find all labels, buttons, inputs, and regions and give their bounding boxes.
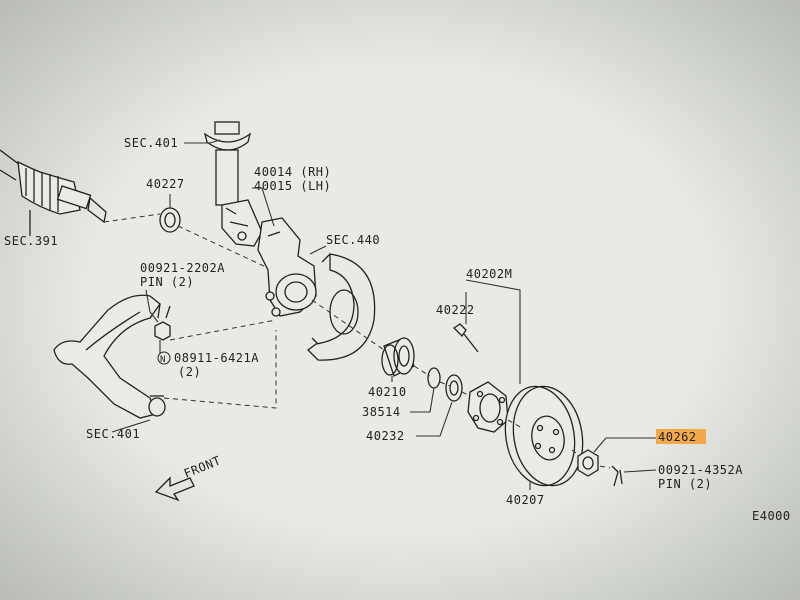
label-e4000: E4000 bbox=[752, 509, 791, 523]
label-40207: 40207 bbox=[506, 493, 545, 507]
wheel-hub bbox=[467, 381, 509, 433]
steering-knuckle bbox=[257, 217, 317, 317]
n-symbol-label: N bbox=[160, 355, 166, 365]
cotter-pin bbox=[611, 465, 623, 487]
strut bbox=[203, 121, 263, 247]
label-40232: 40232 bbox=[366, 429, 405, 443]
label-08911-6421a: 08911-6421A bbox=[174, 351, 259, 365]
label-pin2-b: PIN (2) bbox=[658, 477, 712, 491]
label-sec440: SEC.440 bbox=[326, 233, 380, 247]
label-sec401-top: SEC.401 bbox=[124, 136, 178, 150]
label-00921-4352a: 00921-4352A bbox=[658, 463, 743, 477]
leader-lines bbox=[29, 139, 657, 490]
assembly-lines bbox=[103, 213, 611, 469]
brake-rotor bbox=[504, 385, 584, 487]
label-40210: 40210 bbox=[368, 385, 407, 399]
label-pin2-a: PIN (2) bbox=[140, 275, 194, 289]
label-sec391: SEC.391 bbox=[4, 234, 58, 248]
label-38514: 38514 bbox=[362, 405, 401, 419]
n-symbol-icon: N bbox=[157, 351, 171, 365]
label-40222: 40222 bbox=[436, 303, 475, 317]
hub-nut bbox=[577, 449, 599, 477]
label-40202m: 40202M bbox=[466, 267, 512, 281]
spacer-40232 bbox=[445, 374, 463, 402]
dust-shield bbox=[307, 253, 376, 361]
label-40227: 40227 bbox=[146, 177, 185, 191]
front-arrow bbox=[154, 476, 195, 502]
hub-bolt bbox=[452, 323, 479, 353]
label-qty2: (2) bbox=[178, 365, 201, 379]
label-40015: 40015 (LH) bbox=[254, 179, 331, 193]
seal-40227 bbox=[159, 207, 181, 233]
castle-nut bbox=[154, 303, 171, 341]
label-sec401-bottom: SEC.401 bbox=[86, 427, 140, 441]
lower-arm bbox=[53, 294, 166, 419]
highlight-40262 bbox=[656, 429, 706, 444]
label-00921-2202a: 00921-2202A bbox=[140, 261, 225, 275]
label-40262: 40262 bbox=[658, 430, 697, 444]
label-40014: 40014 (RH) bbox=[254, 165, 331, 179]
